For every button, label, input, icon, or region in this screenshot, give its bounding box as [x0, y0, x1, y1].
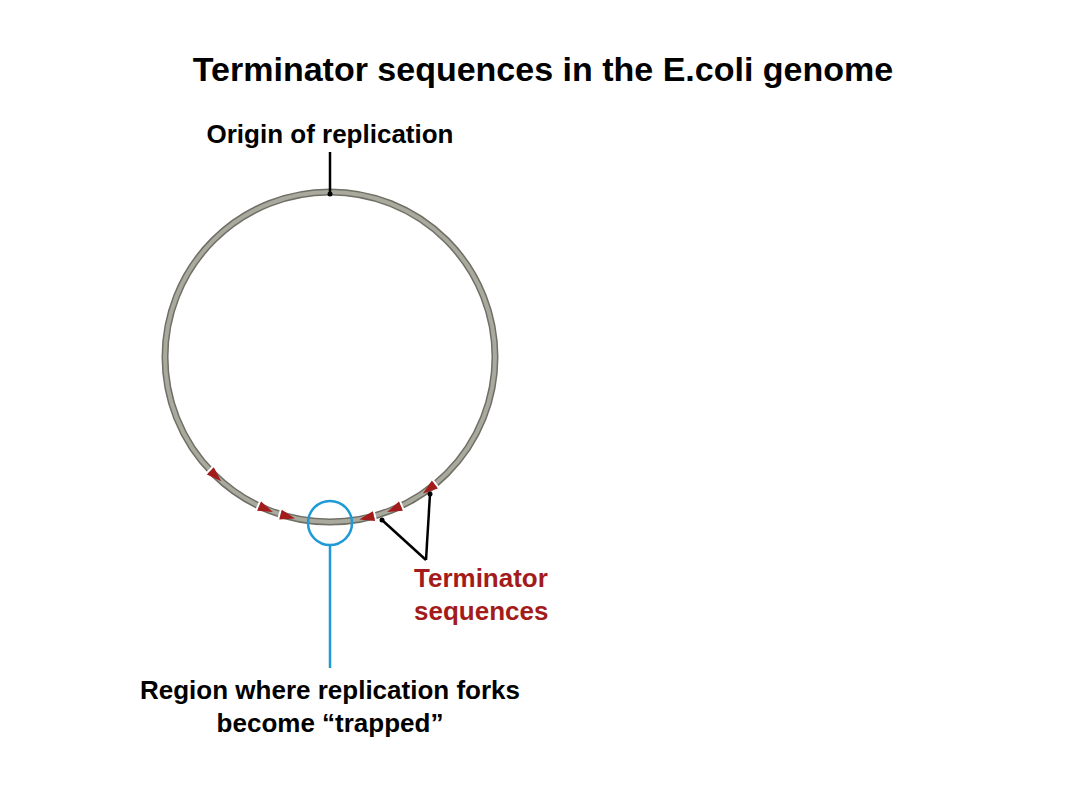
origin-dot — [328, 192, 333, 197]
leader-dot — [428, 492, 433, 497]
diagram-title: Terminator sequences in the E.coli genom… — [93, 48, 993, 91]
terminator-left-3 — [278, 509, 297, 525]
chromosome-ring — [165, 192, 495, 522]
terminator-label: Terminator sequences — [414, 562, 614, 627]
trap-region-label: Region where replication forks become “t… — [120, 674, 540, 739]
terminator-right-1 — [358, 510, 376, 525]
origin-label: Origin of replication — [140, 118, 520, 151]
terminator-leader — [426, 494, 430, 560]
terminator-right-3 — [419, 479, 439, 498]
origin-leader — [329, 152, 332, 194]
terminator-right-2 — [385, 500, 404, 517]
terminator-left-2 — [256, 500, 275, 517]
terminator-left-1 — [205, 466, 225, 486]
chromosome-ring-highlight — [165, 192, 495, 522]
terminator-leader — [382, 520, 426, 560]
trap-region-circle — [308, 501, 352, 545]
trap-region-leader — [329, 545, 332, 668]
leader-dot — [380, 518, 385, 523]
